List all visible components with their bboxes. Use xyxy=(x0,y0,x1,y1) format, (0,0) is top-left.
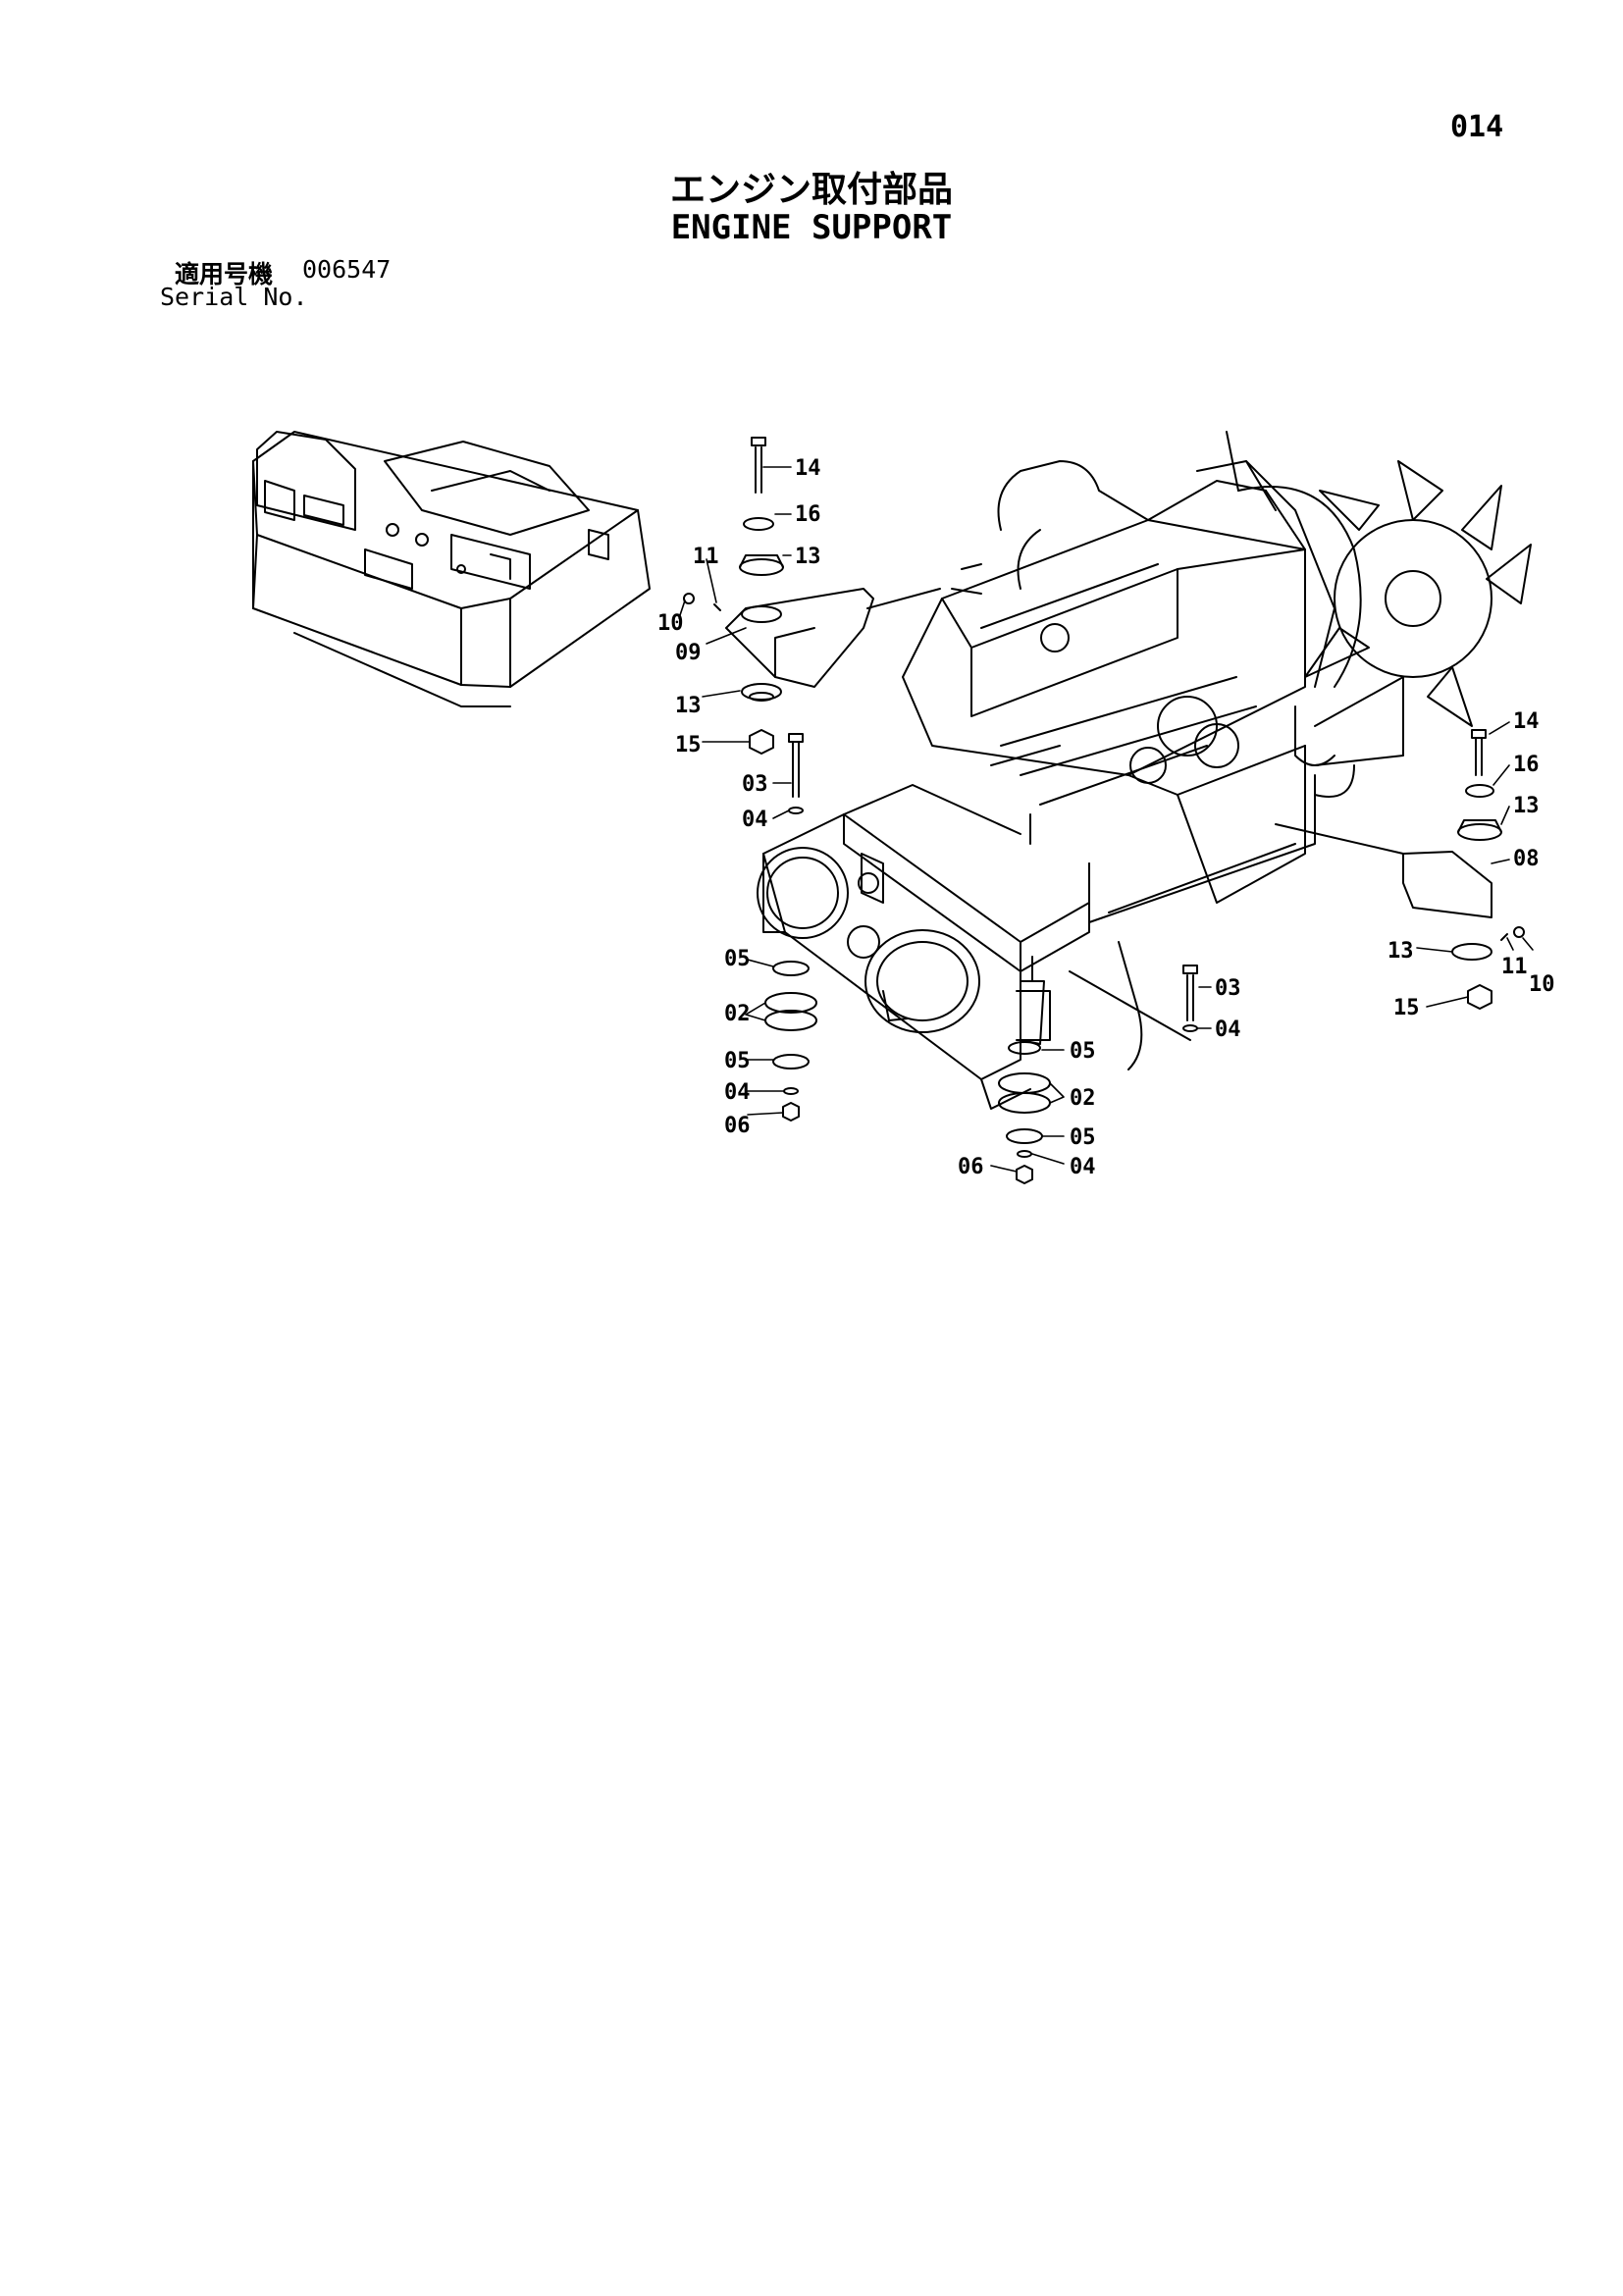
callout-label: 10 xyxy=(1529,972,1555,997)
left-upper-mount-parts xyxy=(683,437,941,755)
callout-label: 04 xyxy=(742,808,768,832)
callout-label: 15 xyxy=(1393,996,1420,1020)
callout-label: 02 xyxy=(1070,1086,1096,1111)
callout-label: 14 xyxy=(795,456,821,481)
callout-label: 14 xyxy=(1513,709,1540,734)
callout-labels: 14 16 11 13 10 09 13 15 03 04 05 02 05 0… xyxy=(657,456,1555,1179)
callout-label: 03 xyxy=(1215,976,1241,1001)
callout-label: 04 xyxy=(1070,1155,1096,1179)
callout-label: 16 xyxy=(795,502,821,527)
callout-label: 03 xyxy=(742,772,768,797)
title-english: ENGINE SUPPORT xyxy=(670,208,953,247)
excavator-overview-illustration xyxy=(252,431,651,707)
callout-label: 16 xyxy=(1513,753,1540,777)
callout-label: 13 xyxy=(795,545,821,569)
callout-label: 08 xyxy=(1513,847,1540,871)
callout-label: 13 xyxy=(1387,939,1414,964)
engine-assembly-illustration xyxy=(902,431,1532,923)
callout-label: 15 xyxy=(675,733,702,757)
callout-label: 13 xyxy=(1513,794,1540,818)
title-japanese: エンジン取付部品 xyxy=(669,170,953,210)
callout-label: 05 xyxy=(724,947,751,971)
callout-label: 04 xyxy=(724,1080,751,1105)
right-upper-mount-parts xyxy=(1275,729,1525,1010)
leader-lines xyxy=(678,466,1534,1173)
callout-label: 06 xyxy=(724,1114,751,1138)
callout-label: 11 xyxy=(1501,955,1528,979)
right-lower-mount-parts xyxy=(998,965,1198,1184)
callout-label: 05 xyxy=(1070,1039,1096,1064)
serial-number-value: 006547 xyxy=(302,255,392,284)
callout-label: 11 xyxy=(693,545,719,569)
callout-label: 09 xyxy=(675,641,702,665)
callout-label: 02 xyxy=(724,1002,751,1026)
serial-label-english: Serial No. xyxy=(160,283,308,311)
callout-label: 05 xyxy=(1070,1125,1096,1150)
callout-label: 06 xyxy=(958,1155,984,1179)
callout-label: 13 xyxy=(675,694,702,718)
callout-label: 10 xyxy=(657,611,684,636)
callout-label: 04 xyxy=(1215,1018,1241,1042)
serial-label-japanese: 適用号機 xyxy=(175,260,274,288)
callout-label: 05 xyxy=(724,1049,751,1073)
flywheel-housing-illustration xyxy=(757,784,1143,1110)
page-number: 014 xyxy=(1450,110,1504,144)
